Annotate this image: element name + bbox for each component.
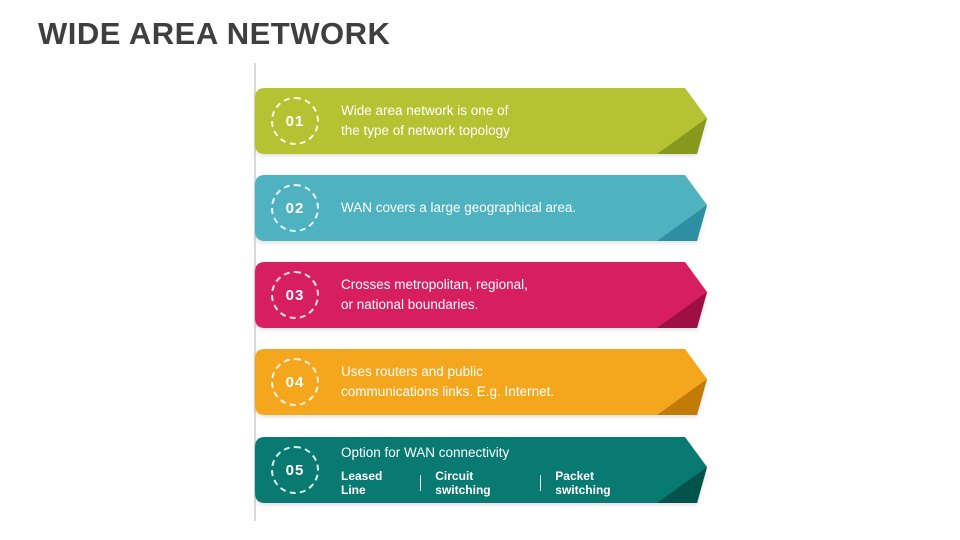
- ribbon-text: Option for WAN connectivity: [341, 444, 510, 460]
- wan-options-row: Leased Line Circuit switching Packet swi…: [341, 469, 647, 497]
- ribbon-item-01: 01 Wide area network is one of the type …: [255, 88, 707, 154]
- step-number-badge: 01: [271, 97, 319, 145]
- option-leased-line: Leased Line: [341, 469, 383, 498]
- ribbon-content: WAN covers a large geographical area.: [341, 175, 647, 241]
- step-number: 04: [285, 373, 305, 391]
- ribbon-item-04: 04 Uses routers and public communication…: [255, 349, 707, 415]
- ribbon-shape: [255, 88, 707, 154]
- ribbon-text: Wide area network is one of the type of …: [341, 103, 510, 138]
- ribbon-shape: [255, 175, 707, 241]
- option-divider: [540, 475, 542, 492]
- ribbon-shape: [255, 437, 707, 503]
- step-number: 05: [285, 461, 305, 479]
- step-number: 03: [285, 286, 305, 304]
- step-number-badge: 03: [271, 271, 319, 319]
- option-circuit-switching: Circuit switching: [435, 469, 491, 498]
- step-number: 02: [285, 199, 305, 217]
- option-packet-switching: Packet switching: [555, 469, 611, 498]
- ribbon-text: WAN covers a large geographical area.: [341, 200, 577, 216]
- ribbon-text: Crosses metropolitan, regional, or natio…: [341, 277, 528, 312]
- step-number-badge: 04: [271, 358, 319, 406]
- ribbon-text: Uses routers and public communications l…: [341, 364, 555, 399]
- ribbon-content: Wide area network is one of the type of …: [341, 88, 647, 154]
- step-number-badge: 02: [271, 184, 319, 232]
- option-divider: [420, 475, 422, 492]
- step-number: 01: [285, 112, 305, 130]
- ribbon-item-05: 05 Option for WAN connectivity Leased Li…: [255, 437, 707, 503]
- page-title: WIDE AREA NETWORK: [38, 16, 391, 51]
- ribbon-shape: [255, 349, 707, 415]
- ribbon-item-02: 02 WAN covers a large geographical area.: [255, 175, 707, 241]
- ribbon-shape: [255, 262, 707, 328]
- ribbon-content: Crosses metropolitan, regional, or natio…: [341, 262, 647, 328]
- step-number-badge: 05: [271, 446, 319, 494]
- ribbon-content: Uses routers and public communications l…: [341, 349, 647, 415]
- ribbon-content: Option for WAN connectivity Leased Line …: [341, 437, 647, 503]
- ribbon-item-03: 03 Crosses metropolitan, regional, or na…: [255, 262, 707, 328]
